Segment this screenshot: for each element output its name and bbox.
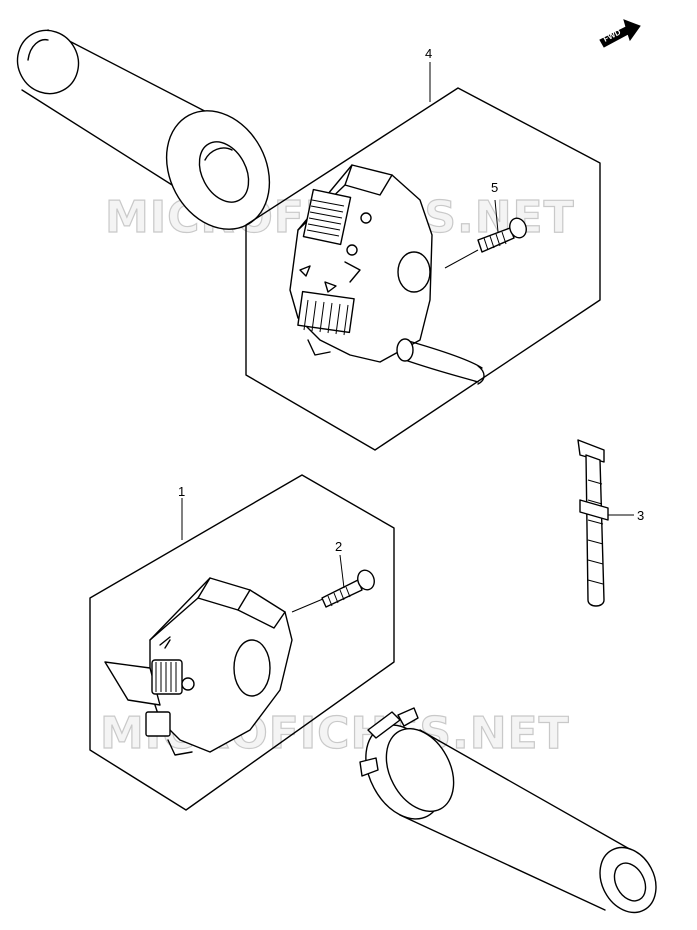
callout-1: 1 bbox=[178, 484, 185, 499]
screw-5-drawing bbox=[477, 199, 527, 253]
left-switch-assembly-drawing bbox=[89, 474, 395, 811]
right-switch-assembly-drawing bbox=[245, 87, 601, 451]
throttle-grip-drawing bbox=[359, 707, 657, 914]
callout-5: 5 bbox=[491, 180, 498, 195]
callout-4: 4 bbox=[425, 46, 432, 61]
callout-2: 2 bbox=[335, 539, 342, 554]
fwd-arrow-icon: FWD bbox=[599, 19, 641, 48]
callout-3: 3 bbox=[637, 508, 644, 523]
screw-2-drawing bbox=[321, 554, 375, 608]
cable-tie-drawing bbox=[577, 439, 634, 607]
